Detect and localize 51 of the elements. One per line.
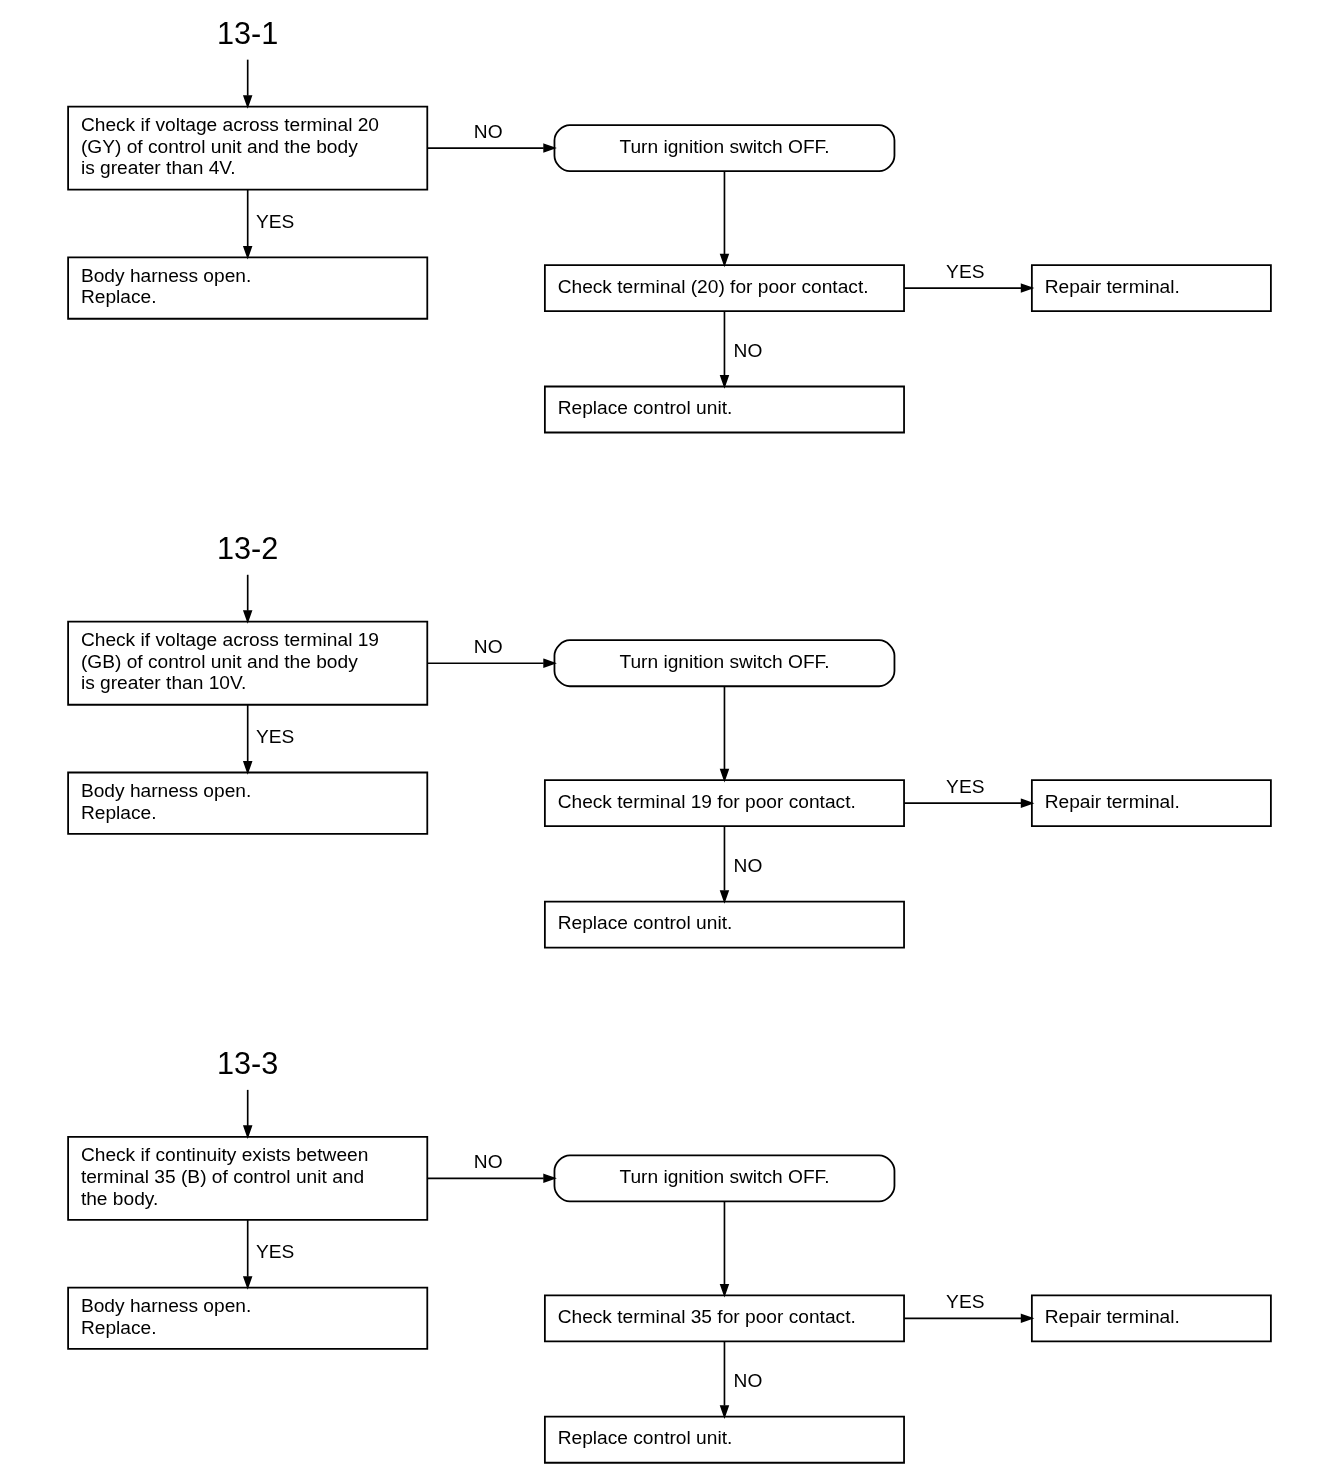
node-box: Turn ignition switch OFF.	[553, 1154, 895, 1203]
edge-label: NO	[733, 340, 762, 362]
arrow	[719, 825, 729, 904]
arrow	[426, 1173, 557, 1184]
arrow	[902, 283, 1034, 293]
arrow	[719, 310, 729, 389]
node-box: Body harness open. Replace.	[66, 256, 428, 320]
node-box: Body harness open. Replace.	[66, 1286, 428, 1350]
arrow	[719, 685, 729, 783]
node-box: Repair terminal.	[1030, 779, 1272, 828]
node-box: Replace control unit.	[543, 385, 905, 434]
node-box: Check terminal (20) for poor contact.	[543, 264, 905, 312]
arrow	[902, 798, 1034, 808]
node-box: Replace control unit.	[543, 900, 905, 949]
node-box: Replace control unit.	[543, 1415, 905, 1464]
arrow	[719, 1200, 729, 1298]
node-box: Turn ignition switch OFF.	[553, 639, 895, 688]
arrow	[242, 1219, 252, 1290]
node-box: Repair terminal.	[1030, 1294, 1272, 1343]
arrow	[902, 1313, 1034, 1324]
arrow	[242, 58, 252, 109]
edge-label: YES	[255, 211, 294, 232]
edge-label: NO	[733, 1370, 762, 1392]
edge-label: NO	[473, 120, 503, 142]
arrow	[242, 189, 252, 260]
edge-label: YES	[945, 775, 984, 797]
node-box: Turn ignition switch OFF.	[553, 124, 895, 172]
arrow	[242, 1089, 252, 1139]
node-text: 13-3	[216, 1046, 278, 1081]
node-box: Check if voltage across terminal 20 (GY) of control unit and the body is greater than 4V.	[66, 105, 428, 191]
arrow	[242, 704, 252, 775]
arrow	[719, 1340, 729, 1419]
edge-label: NO	[733, 855, 762, 877]
arrow	[426, 143, 557, 153]
node-text: 13-1	[216, 16, 278, 51]
node-box: Check terminal 19 for poor contact.	[543, 779, 905, 828]
arrow	[242, 573, 252, 624]
node-box: Body harness open. Replace.	[66, 771, 428, 835]
edge-label: NO	[473, 636, 503, 657]
edge-label: YES	[945, 1291, 984, 1313]
edge-label: NO	[473, 1151, 503, 1173]
node-box: Check terminal 35 for poor contact.	[543, 1294, 905, 1343]
arrow	[719, 170, 729, 268]
edge-label: YES	[255, 726, 294, 748]
node-text: 13-2	[216, 531, 278, 566]
arrow	[426, 658, 557, 668]
node-box: Check if continuity exists between terminal 35 (B) of control unit and the body.	[66, 1135, 428, 1221]
node-box: Check if voltage across terminal 19 (GB) of control unit and the body is greater than 10V.	[66, 620, 428, 706]
edge-label: YES	[945, 260, 984, 282]
edge-label: YES	[255, 1241, 294, 1263]
node-box: Repair terminal.	[1030, 264, 1272, 312]
